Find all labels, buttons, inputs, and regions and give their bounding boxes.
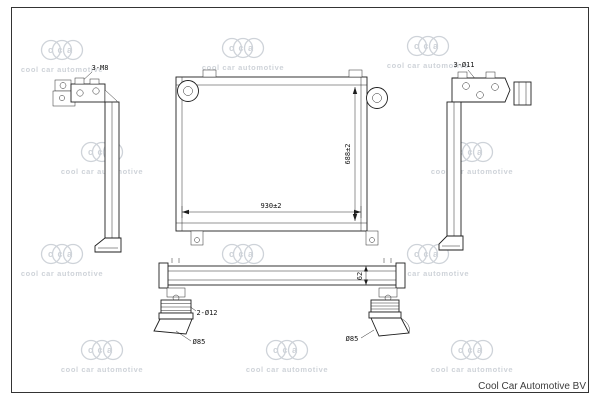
watermark bbox=[60, 339, 144, 375]
width-dim-arrow-right bbox=[354, 209, 361, 215]
right-bracket-flange bbox=[451, 77, 511, 103]
top-bracket-left bbox=[202, 69, 217, 78]
core-width-label: 930±2 bbox=[260, 202, 281, 210]
core-foot-left-hole bbox=[194, 237, 200, 243]
core-foot-left bbox=[190, 230, 204, 246]
right-hose-clamp bbox=[368, 311, 402, 319]
left-hose-bellows bbox=[160, 299, 192, 314]
bar-height-arrow-top bbox=[364, 266, 368, 272]
footer-company-name: Cool Car Automotive BV bbox=[478, 381, 586, 392]
bottom-hanger-left bbox=[166, 287, 186, 298]
right-hole-label: 3-Ø11 bbox=[453, 61, 474, 69]
right-bracket-hole-3 bbox=[491, 83, 499, 91]
bar-height-arrow-bottom bbox=[364, 279, 368, 285]
core-foot-right-hole bbox=[369, 237, 375, 243]
right-bracket-hole-1 bbox=[462, 82, 470, 90]
core-outline bbox=[175, 76, 368, 232]
right-bolt-head-1 bbox=[457, 71, 468, 79]
width-dim-arrow-left bbox=[182, 209, 189, 215]
right-bolt-head-2 bbox=[485, 71, 496, 79]
bottom-view: 62 2-Ø12 Ø85 Ø85 bbox=[153, 258, 410, 346]
left-bracket-bolt-2 bbox=[59, 95, 65, 101]
left-bracket-bolt-4 bbox=[92, 87, 100, 95]
watermark bbox=[430, 339, 514, 375]
filler-neck-left-inner bbox=[183, 86, 193, 96]
left-bolt-head-2 bbox=[89, 78, 100, 85]
filler-neck-left bbox=[177, 80, 199, 102]
watermark bbox=[20, 243, 104, 279]
core-width-dimension: 930±2 bbox=[181, 202, 362, 218]
bottom-bar-endcap-left bbox=[158, 262, 169, 289]
watermark bbox=[430, 141, 514, 177]
left-hose-outlet bbox=[153, 318, 193, 335]
left-side-view: 3-M8 bbox=[52, 64, 122, 253]
right-side-view: 3-Ø11 bbox=[438, 61, 532, 251]
bottom-bar-endcap-right bbox=[395, 262, 406, 289]
left-bracket-ear bbox=[54, 79, 72, 92]
left-hose-leader-line bbox=[175, 330, 192, 342]
drawing-border bbox=[11, 7, 589, 393]
height-dim-arrow-top bbox=[352, 87, 358, 94]
left-bolt-head-1 bbox=[74, 77, 85, 85]
left-side-foot bbox=[94, 237, 122, 253]
bar-height-label: 62 bbox=[356, 272, 364, 280]
filler-neck-right bbox=[366, 87, 388, 109]
top-bracket-right bbox=[348, 69, 363, 78]
left-bolt-label: 3-M8 bbox=[92, 64, 109, 72]
left-hose-diameter-label: Ø85 bbox=[193, 338, 206, 346]
bar-height-dimension: 62 bbox=[356, 266, 368, 285]
bottom-hanger-right bbox=[378, 287, 398, 298]
core-height-label: 688±2 bbox=[344, 143, 352, 164]
height-dim-arrow-bottom bbox=[352, 214, 358, 221]
right-hose-diameter-label: Ø85 bbox=[346, 335, 359, 343]
left-hose: Ø85 bbox=[153, 299, 206, 346]
watermark bbox=[201, 37, 285, 73]
watermark bbox=[245, 339, 329, 375]
right-hose-outlet bbox=[370, 317, 410, 337]
right-bracket-hole-2 bbox=[476, 91, 484, 99]
left-bracket-flange bbox=[70, 83, 106, 103]
bottom-hole-label: 2-Ø12 bbox=[196, 309, 217, 317]
left-hose-clamp bbox=[158, 312, 194, 320]
core-height-dimension: 688±2 bbox=[344, 87, 358, 221]
right-hose: Ø85 bbox=[346, 299, 410, 343]
core-foot-right bbox=[365, 230, 379, 246]
right-hose-stub bbox=[513, 81, 532, 106]
watermark bbox=[60, 141, 144, 177]
left-bracket-bolt-3 bbox=[76, 89, 84, 97]
right-side-foot bbox=[438, 235, 464, 251]
right-hose-outlet-curve bbox=[400, 317, 410, 334]
right-hose-leader-line bbox=[360, 329, 375, 339]
left-bracket-bolt-1 bbox=[59, 82, 67, 89]
filler-neck-right-inner bbox=[372, 93, 382, 103]
front-view: 930±2 688±2 bbox=[175, 69, 388, 246]
